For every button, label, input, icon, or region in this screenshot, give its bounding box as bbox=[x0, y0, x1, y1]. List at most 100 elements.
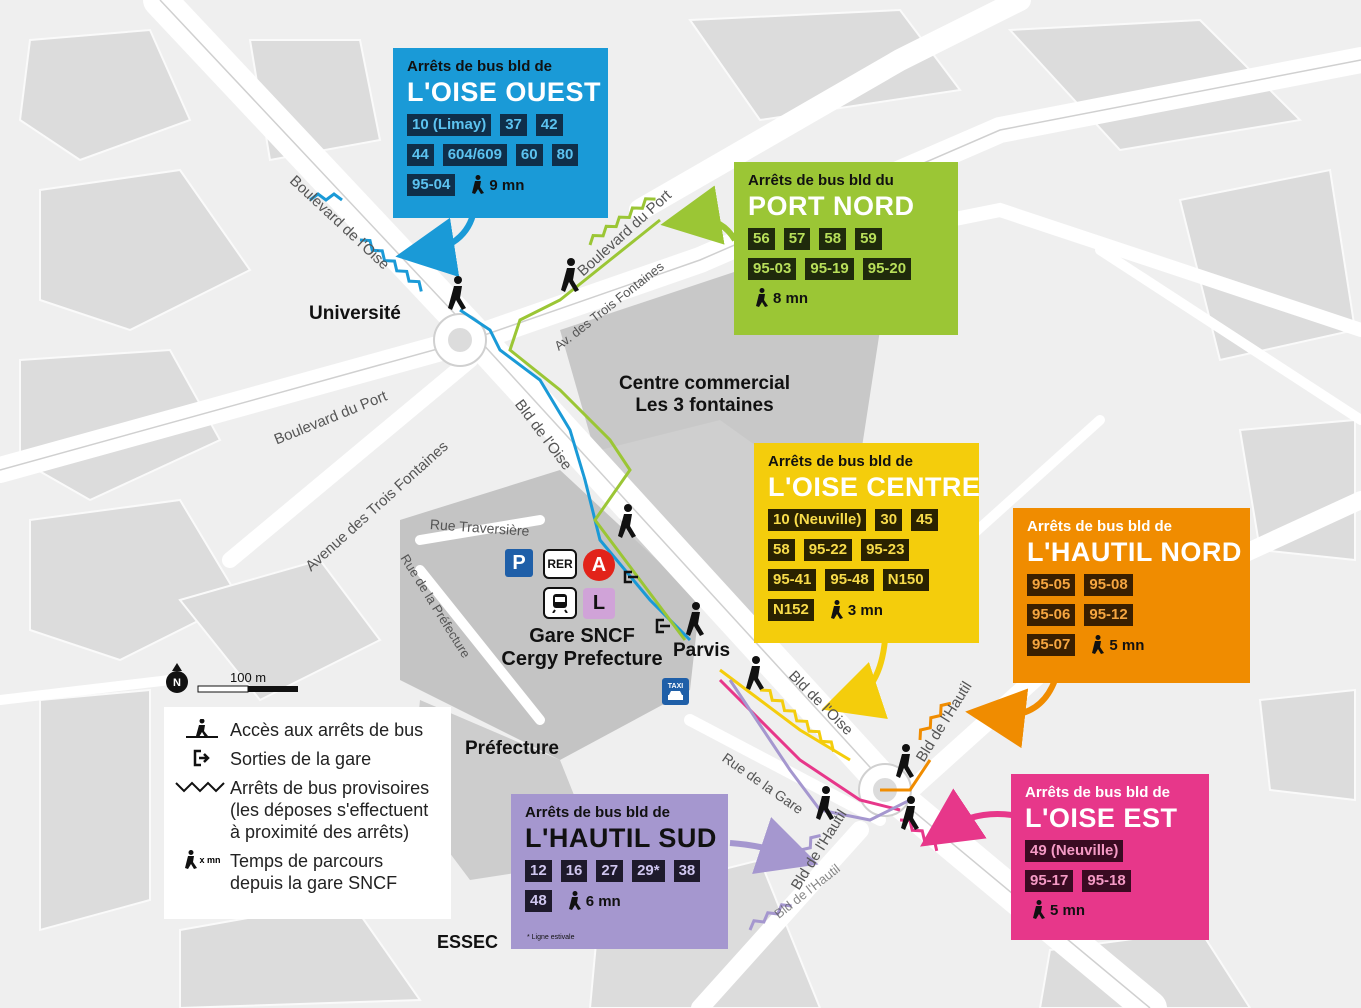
route-chip[interactable]: 58 bbox=[768, 539, 795, 561]
route-chip[interactable]: N150 bbox=[882, 569, 929, 591]
route-chip[interactable]: 45 bbox=[911, 509, 938, 531]
route-blue bbox=[459, 308, 692, 642]
walk-time: 5 mn bbox=[1090, 634, 1144, 656]
walk-time-label: 3 mn bbox=[847, 601, 883, 619]
bus-stop-box-oise-centre[interactable]: Arrêts de bus bld de L'OISE CENTRE 10 (N… bbox=[754, 443, 980, 643]
route-chip[interactable]: 95-19 bbox=[805, 258, 854, 280]
route-chip[interactable]: 44 bbox=[407, 144, 434, 166]
route-chip[interactable]: 60 bbox=[515, 144, 543, 166]
legend-row-access: Accès aux arrêts de bus bbox=[174, 719, 441, 741]
legend-row-temp: Arrêts de bus provisoires (les déposes s… bbox=[174, 777, 441, 843]
box-title-big: L'OISE EST bbox=[1025, 803, 1178, 833]
box-title-small: Arrêts de bus bld de bbox=[407, 58, 553, 75]
box-title-big: L'HAUTIL NORD bbox=[1027, 537, 1242, 567]
route-pink bbox=[718, 678, 901, 812]
route-chip[interactable]: 95-17 bbox=[1025, 870, 1074, 892]
walk-time: 5 mn bbox=[1031, 900, 1085, 920]
route-chip[interactable]: 95-06 bbox=[1027, 604, 1076, 626]
route-chip[interactable]: 49 (Neuville) bbox=[1025, 840, 1124, 862]
bus-stop-box-oise-est[interactable]: Arrêts de bus bld de L'OISE EST 49 (Neuv… bbox=[1011, 774, 1209, 940]
route-chip[interactable]: 95-20 bbox=[862, 258, 912, 280]
walk-time-icon bbox=[830, 600, 843, 619]
route-chip[interactable]: 95-07 bbox=[1027, 634, 1076, 656]
box-title-big: L'HAUTIL SUD bbox=[525, 823, 717, 853]
walk-time-icon bbox=[1033, 900, 1045, 919]
arrow-hautil-nord bbox=[965, 678, 1058, 749]
route-chip[interactable]: 30 bbox=[875, 509, 903, 531]
route-chip[interactable]: 48 bbox=[525, 890, 552, 912]
roundabout-universite-island bbox=[448, 328, 472, 352]
legend-temp-text: Arrêts de bus provisoires (les déposes s… bbox=[230, 777, 429, 843]
taxi-icon: TAXI bbox=[662, 678, 689, 705]
route-chip[interactable]: 10 (Limay) bbox=[407, 114, 492, 136]
legend-access-text: Accès aux arrêts de bus bbox=[230, 720, 424, 740]
box-title-small: Arrêts de bus bld de bbox=[768, 453, 914, 470]
legend-zigzag-icon bbox=[174, 777, 230, 797]
walk-time-label: 5 mn bbox=[1050, 901, 1086, 919]
place-parvis: Parvis bbox=[673, 640, 731, 661]
route-chip[interactable]: 95-18 bbox=[1082, 870, 1131, 892]
legend-walk-time-icon: x mn bbox=[174, 850, 230, 870]
walk-time: 8 mn bbox=[754, 288, 808, 308]
route-chip[interactable]: 16 bbox=[560, 860, 588, 882]
box-title-small: Arrêts de bus bld de bbox=[525, 804, 671, 821]
legend-time-line2: depuis la gare SNCF bbox=[230, 873, 398, 893]
temp-stop-zigzag-yellow bbox=[759, 688, 836, 753]
route-chip[interactable]: 95-23 bbox=[861, 539, 910, 561]
legend-exit-icon bbox=[174, 748, 230, 768]
walk-time-label: 9 mn bbox=[489, 176, 525, 194]
route-chip[interactable]: 12 bbox=[525, 860, 552, 882]
legend-time-line1: Temps de parcours bbox=[230, 851, 384, 871]
place-centre-commercial-line2: Les 3 fontaines bbox=[635, 395, 774, 416]
rer-a-icon: A bbox=[583, 549, 615, 581]
route-chip[interactable]: 59 bbox=[855, 228, 882, 250]
route-chip[interactable]: 604/609 bbox=[442, 144, 507, 166]
place-prefecture: Préfecture bbox=[465, 738, 559, 759]
bus-stop-box-hautil-nord[interactable]: Arrêts de bus bld de L'HAUTIL NORD 95-05… bbox=[1013, 508, 1250, 683]
route-list: 95-05 95-08 95-06 95-12 95-07 5 mn bbox=[1027, 574, 1167, 656]
temp-stop-zigzag-blue-1 bbox=[309, 192, 343, 202]
arrow-port-nord bbox=[660, 185, 738, 245]
route-yellow bbox=[719, 668, 851, 762]
bus-stop-box-oise-ouest[interactable]: Arrêts de bus bld de L'OISE OUEST 10 (Li… bbox=[393, 48, 608, 218]
route-chip[interactable]: 95-03 bbox=[748, 258, 797, 280]
temp-stop-zigzag-blue-2 bbox=[359, 238, 423, 292]
route-chip[interactable]: 29* bbox=[632, 860, 665, 882]
route-chip[interactable]: 80 bbox=[551, 144, 579, 166]
walk-time: 3 mn bbox=[829, 599, 883, 621]
route-chip[interactable]: 37 bbox=[500, 114, 527, 136]
box-title-small: Arrêts de bus bld de bbox=[1025, 784, 1171, 801]
legend: Accès aux arrêts de bus Sorties de la ga… bbox=[164, 707, 451, 919]
route-chip[interactable]: 57 bbox=[783, 228, 811, 250]
arrow-hautil-sud bbox=[729, 817, 819, 874]
route-chip[interactable]: 95-41 bbox=[768, 569, 817, 591]
train-icon bbox=[543, 587, 577, 619]
route-chip[interactable]: 58 bbox=[819, 228, 847, 250]
walk-time-icon bbox=[1092, 635, 1105, 654]
route-chip[interactable]: 95-48 bbox=[825, 569, 874, 591]
scale-label: 100 m bbox=[230, 670, 267, 685]
route-chip[interactable]: 95-12 bbox=[1084, 604, 1133, 626]
route-chip[interactable]: 38 bbox=[673, 860, 701, 882]
rer-icon: RER bbox=[543, 549, 577, 579]
route-chip[interactable]: 95-04 bbox=[407, 174, 456, 196]
route-chip[interactable]: N152 bbox=[768, 599, 814, 621]
route-chip[interactable]: 56 bbox=[748, 228, 775, 250]
legend-time-text: Temps de parcours depuis la gare SNCF bbox=[230, 850, 397, 894]
station-exit-marks bbox=[623, 570, 670, 634]
route-chip[interactable]: 95-05 bbox=[1027, 574, 1076, 596]
route-chip[interactable]: 42 bbox=[535, 114, 563, 136]
legend-temp-line3: à proximité des arrêts) bbox=[230, 822, 410, 842]
route-chip[interactable]: 95-22 bbox=[803, 539, 853, 561]
place-gare-line1: Gare SNCF bbox=[529, 625, 635, 647]
route-chip[interactable]: 27 bbox=[596, 860, 624, 882]
route-chip[interactable]: 95-08 bbox=[1084, 574, 1133, 596]
place-gare-sncf: Gare SNCF Cergy Prefecture bbox=[497, 625, 667, 671]
route-chip[interactable]: 10 (Neuville) bbox=[768, 509, 867, 531]
temp-stop-zigzag-green bbox=[588, 197, 656, 246]
bus-stop-box-hautil-sud[interactable]: Arrêts de bus bld de L'HAUTIL SUD 12 16 27… bbox=[511, 794, 728, 949]
